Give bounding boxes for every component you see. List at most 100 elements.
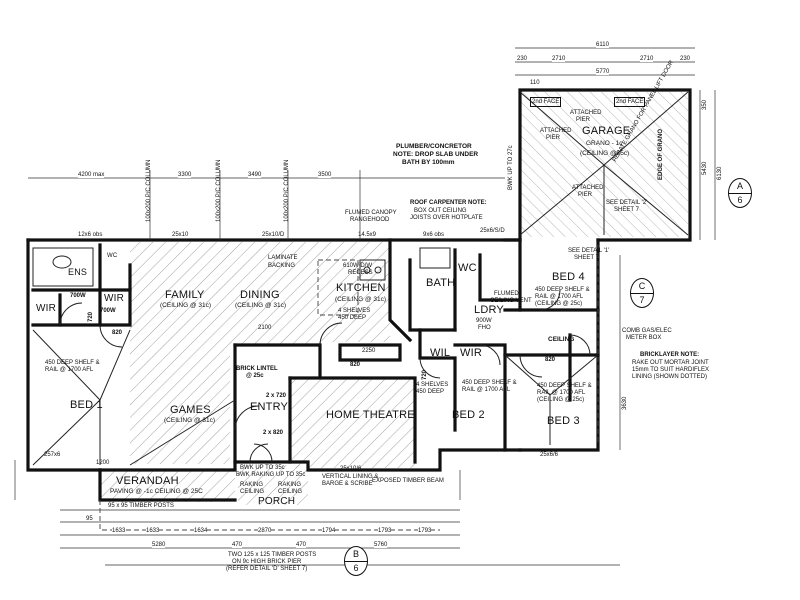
dim-garage-230b: 230 <box>680 56 691 62</box>
roof-note-line1: BOX OUT CEILING <box>414 208 467 214</box>
dim-bot-1793b: 1793 <box>418 528 432 534</box>
room-bath: BATH <box>426 277 456 289</box>
dim-top-4200: 4200 max <box>78 172 105 178</box>
family-ceiling: (CEILING @ 31c) <box>160 302 212 309</box>
vertical-lining-2: BARGE & SCRIBE <box>322 481 373 487</box>
two-posts-1: TWO 125 x 125 TIMBER POSTS <box>228 552 317 558</box>
raking-ceiling-left-2: CEILING <box>240 489 265 495</box>
win-25x6: 25x6/S/D <box>480 228 505 234</box>
door-820a: 820 <box>112 330 123 336</box>
door-700w-b: 700W <box>100 308 116 314</box>
dim-bot-1633b: 1633 <box>146 528 160 534</box>
see-detail-1-a: SEE DETAIL '1' <box>568 248 610 254</box>
room-home-theatre: HOME THEATRE <box>326 409 415 421</box>
win-bot-25x6: 25x6/6 <box>540 452 559 458</box>
bubble-number: 7 <box>631 293 653 305</box>
bed3-shelf-3: (CEILING @ 25c) <box>537 397 585 403</box>
room-bed4: BED 4 <box>552 271 585 283</box>
games-ceiling: (CEILING @ 31c) <box>164 417 216 424</box>
room-games: GAMES <box>170 404 211 416</box>
bed2-shelf-1: 450 DEEP SHELF & <box>462 380 517 386</box>
room-kitchen: KITCHEN <box>336 282 386 294</box>
room-entry: ENTRY <box>250 401 289 413</box>
dim-2250: 2250 <box>362 348 376 354</box>
edge-grano: EDGE OF GRANO <box>658 128 664 180</box>
bubble-letter: A <box>736 181 743 191</box>
room-wir-left: WIR <box>36 303 57 314</box>
two-posts-3: (REFER DETAIL 'D' SHEET 7) <box>226 566 308 572</box>
pier-3: PIER <box>578 192 593 198</box>
room-bed3: BED 3 <box>547 415 580 427</box>
face-right: 2nd FACE <box>614 97 646 107</box>
brick-lintel-2: @ 25c <box>246 373 264 379</box>
room-verandah: VERANDAH <box>116 475 179 487</box>
porch-hatch <box>238 465 308 505</box>
section-bubble-a: A 6 <box>728 178 752 208</box>
flumed-vent-2: CEILING VENT <box>490 298 532 304</box>
bed1-shelf-2: RAIL @ 1700 AFL <box>45 367 94 373</box>
bed2-shelves-2: 450 DEEP <box>416 389 445 395</box>
dim-garage-5770: 5770 <box>596 69 610 75</box>
dim-garage-5430: 5430 <box>702 161 708 175</box>
comb-gas-1: COMB GAS/ELEC <box>622 328 672 334</box>
room-bed2: BED 2 <box>452 409 485 421</box>
bwk-upto: BWK UP TO 27c <box>508 145 514 190</box>
room-porch: PORCH <box>258 496 296 507</box>
win-14-5x9: 14.5x9 <box>358 232 377 238</box>
room-wc-ens: WC <box>107 253 118 259</box>
ceiling-lowered: CEILING <box>548 336 575 343</box>
garage-ceiling: (CEILING @25c) <box>580 150 630 157</box>
exposed-beam: EXPOSED TIMBER BEAM <box>372 478 444 484</box>
dim-garage-6110: 6110 <box>596 42 609 48</box>
room-dining: DINING <box>240 289 280 301</box>
raking-ceiling-right-2: CEILING <box>278 489 303 495</box>
laminate-1: LAMINATE <box>268 255 298 261</box>
brick-lintel-1: BRICK LINTEL <box>236 366 278 372</box>
dim-garage-2710a: 2710 <box>552 56 566 62</box>
interior-walls <box>31 238 600 464</box>
dining-hatch <box>230 242 320 346</box>
fho-2: FHO <box>478 325 491 331</box>
door-720b: 720 <box>422 369 428 380</box>
flumed-canopy-1: FLUMED CANOPY <box>345 210 397 216</box>
dw-recess-2: RECESS <box>348 270 373 276</box>
dim-bot-5280: 5280 <box>152 542 166 548</box>
dim-bot-1634: 1634 <box>194 528 208 534</box>
dining-ceiling: (CEILING @ 31c) <box>235 302 287 309</box>
home-theatre-hatch <box>290 378 415 468</box>
door-700w-a: 700W <box>70 293 86 299</box>
dim-bot-5760: 5760 <box>374 542 388 548</box>
pier-1: PIER <box>546 135 561 141</box>
plumber-note-title: PLUMBER/CONCRETOR <box>396 143 472 150</box>
kitchen-ceiling: (CEILING @ 31c) <box>335 296 387 303</box>
door-820b: 820 <box>350 362 361 368</box>
room-family: FAMILY <box>165 289 205 301</box>
room-ens: ENS <box>68 267 88 277</box>
bricklayer-note-line2: 15mm TO SUIT HARDIFLEX <box>632 367 710 373</box>
win-9x6: 9x6 obs <box>423 232 445 238</box>
room-wir-bed2: WIR <box>460 347 482 359</box>
family-hatch <box>130 242 230 464</box>
room-bed1: BED 1 <box>70 399 103 411</box>
dim-garage-2710b: 2710 <box>640 56 654 62</box>
dim-bot-95: 95 <box>86 516 93 522</box>
column-label-3: 100x200 P/C COLUMN <box>284 159 290 222</box>
bubble-letter: C <box>638 281 646 291</box>
dw-recess-1: 610W D/W <box>343 263 373 269</box>
comb-gas-2: METER BOX <box>626 335 662 341</box>
bed3-shelf-2: RAIL @ 1700 AFL <box>537 390 586 396</box>
see-detail-2-a: SEE DETAIL '2' <box>606 200 648 206</box>
dim-bot-1200: 1200 <box>96 460 110 466</box>
attached-pier-1: ATTACHED <box>540 128 572 134</box>
flumed-vent-1: FLUMED <box>494 291 519 297</box>
dim-garage-350: 350 <box>702 99 708 110</box>
door-2x820: 2 x 820 <box>263 430 284 436</box>
face-left: 2nd FACE <box>530 97 562 107</box>
vertical-lining-1: VERTICAL LINING & <box>322 474 379 480</box>
column-label-1: 100x200 P/C COLUMN <box>146 159 152 222</box>
door-2x720: 2 x 720 <box>266 393 287 399</box>
dim-garage-6130: 6130 <box>717 166 723 180</box>
dim-garage-110: 110 <box>530 80 540 86</box>
room-garage: GARAGE <box>582 125 631 137</box>
garage-floor: GRANO - 1c <box>586 140 623 147</box>
